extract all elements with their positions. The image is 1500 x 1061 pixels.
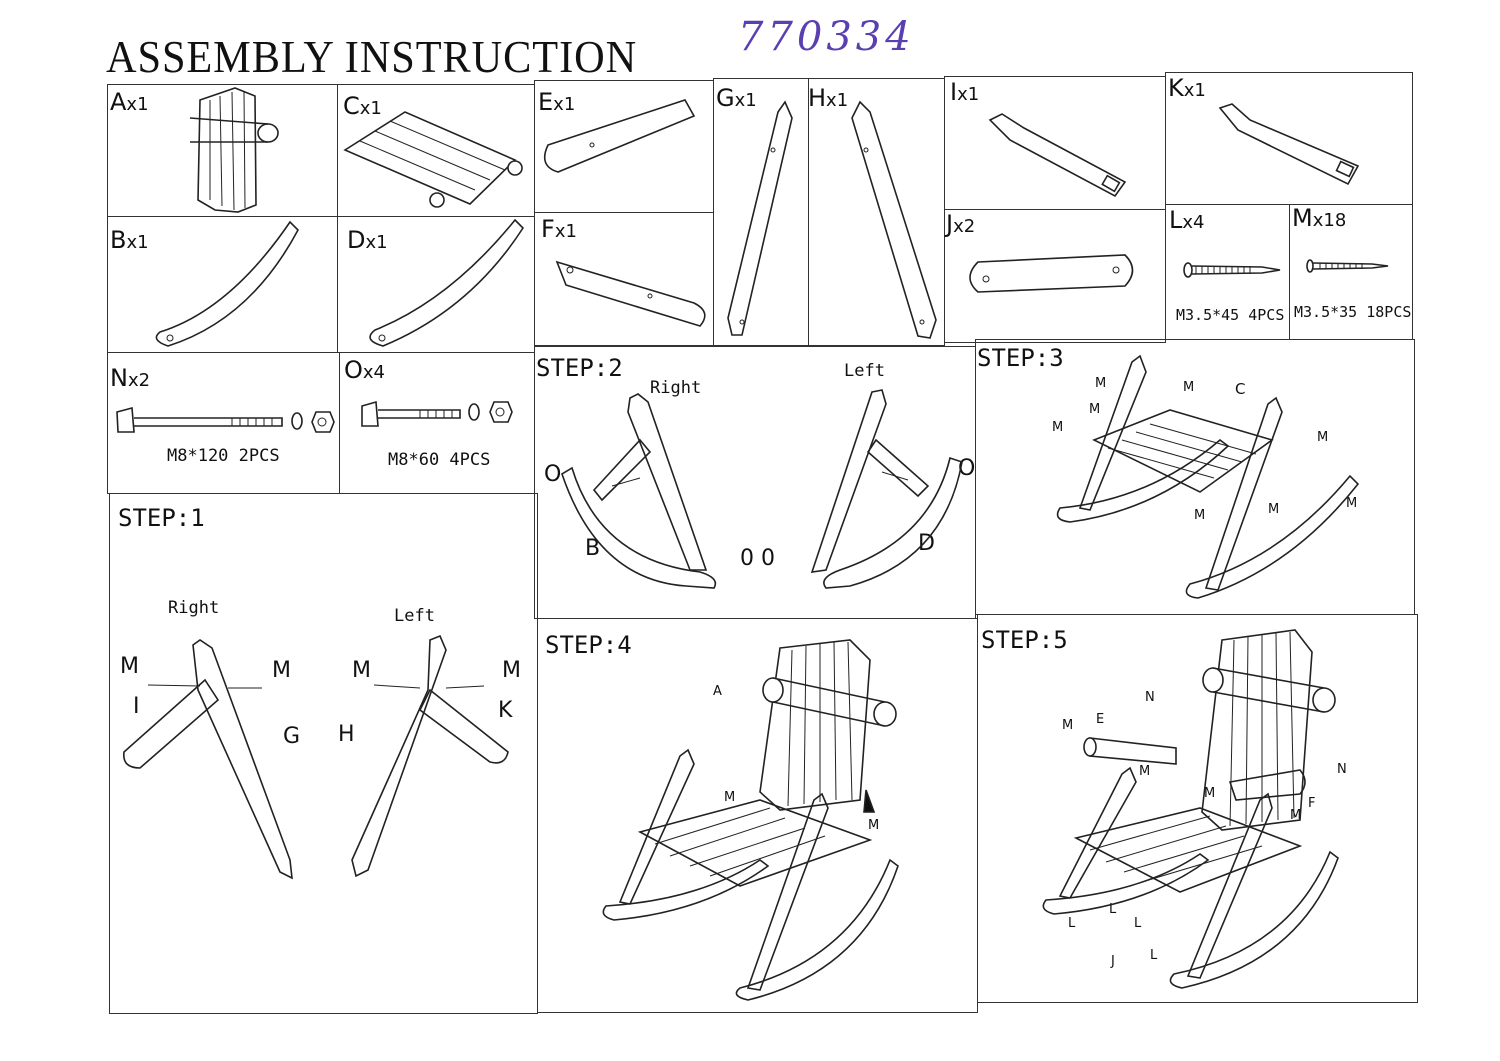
- s3-callout-m1: M: [1095, 376, 1107, 391]
- step-3-title: STEP:3: [977, 344, 1064, 372]
- s5-callout-m2: M: [1139, 764, 1151, 779]
- part-label-l: Lx4: [1169, 206, 1205, 234]
- part-k-drawing: [1218, 103, 1360, 186]
- part-c-drawing: [343, 111, 523, 208]
- step-cell-5: [977, 614, 1418, 1003]
- step-1-drawing: [123, 634, 509, 880]
- part-a-drawing: [189, 87, 279, 213]
- part-o-drawing: [361, 400, 513, 427]
- s3-callout-m5: M: [1317, 430, 1329, 445]
- s1-callout-m2: M: [272, 658, 291, 683]
- s5-callout-e: E: [1096, 712, 1105, 727]
- part-b-drawing: [155, 220, 299, 347]
- part-f-drawing: [555, 260, 706, 327]
- step-4-title: STEP:4: [545, 631, 632, 659]
- s4-callout-m1: M: [724, 790, 736, 805]
- s3-callout-m3: M: [1089, 402, 1101, 417]
- s1-callout-g: G: [283, 724, 301, 749]
- spec-l: M3.5*45 4PCS: [1176, 306, 1285, 324]
- part-label-i: Ix1: [950, 78, 980, 106]
- part-cell-f: [534, 212, 714, 346]
- s3-callout-m2: M: [1183, 380, 1195, 395]
- part-i-drawing: [988, 113, 1127, 198]
- s5-callout-f: F: [1308, 796, 1316, 811]
- s2-callout-b: B: [585, 536, 601, 561]
- s3-callout-m7: M: [1194, 508, 1206, 523]
- part-n-drawing: [116, 406, 335, 433]
- part-label-m: Mx18: [1292, 204, 1347, 232]
- part-label-k: Kx1: [1168, 74, 1206, 102]
- s5-callout-m3: M: [1204, 786, 1216, 801]
- part-label-n: Nx2: [110, 364, 151, 392]
- part-d-drawing: [369, 218, 525, 347]
- s1-callout-i: I: [133, 694, 140, 719]
- s4-callout-m2: M: [868, 818, 880, 833]
- step-3-drawing: [1056, 354, 1360, 599]
- s3-callout-m6: M: [1346, 496, 1358, 511]
- part-m-drawing: [1306, 259, 1389, 273]
- part-label-a: Ax1: [110, 88, 149, 116]
- step-2-title: STEP:2: [536, 354, 623, 382]
- page-title: ASSEMBLY INSTRUCTION: [106, 31, 638, 82]
- part-l-drawing: [1183, 262, 1281, 278]
- s1-callout-k: K: [498, 698, 513, 723]
- part-j-drawing: [969, 254, 1134, 293]
- s5-callout-m4: M: [1290, 808, 1302, 823]
- part-h-drawing: [851, 100, 937, 339]
- part-e-drawing: [543, 99, 696, 173]
- spec-m: M3.5*35 18PCS: [1294, 303, 1412, 321]
- part-label-b: Bx1: [110, 226, 149, 254]
- s1-callout-m1: M: [120, 654, 139, 679]
- step-4-drawing: [602, 639, 899, 1001]
- handwritten-number: 770334: [738, 14, 915, 60]
- part-label-h: Hx1: [808, 84, 849, 112]
- step-1-left-label: Left: [394, 606, 435, 626]
- s5-callout-j: J: [1111, 954, 1115, 969]
- s1-callout-m4: M: [502, 658, 521, 683]
- s5-callout-l1: L: [1068, 916, 1076, 931]
- part-label-e: Ex1: [538, 88, 576, 116]
- s3-callout-m4: M: [1052, 420, 1064, 435]
- s5-callout-m1: M: [1062, 718, 1074, 733]
- s5-callout-l2: L: [1109, 902, 1117, 917]
- spec-o: M8*60 4PCS: [388, 450, 491, 470]
- s1-callout-m3: M: [352, 658, 371, 683]
- s5-callout-l4: L: [1150, 948, 1158, 963]
- s2-callout-d: D: [918, 531, 935, 556]
- s5-callout-n1: N: [1145, 690, 1155, 705]
- part-label-g: Gx1: [716, 84, 757, 112]
- s1-callout-h: H: [338, 722, 355, 747]
- step-2-right-label: Right: [650, 378, 702, 398]
- s5-callout-l3: L: [1134, 916, 1142, 931]
- step-2-drawing: [561, 389, 963, 589]
- part-label-f: Fx1: [541, 215, 577, 243]
- part-label-d: Dx1: [347, 226, 388, 254]
- part-label-o: Ox4: [344, 356, 385, 384]
- part-g-drawing: [727, 100, 793, 336]
- step-1-title: STEP:1: [118, 504, 205, 532]
- s2-callout-oo: 0 0: [740, 546, 775, 571]
- s3-callout-c: C: [1235, 380, 1246, 398]
- step-5-drawing: [1042, 629, 1339, 989]
- step-2-left-label: Left: [844, 361, 885, 381]
- s5-callout-n2: N: [1337, 762, 1347, 777]
- step-1-right-label: Right: [168, 598, 220, 618]
- part-label-j: Jx2: [946, 210, 976, 238]
- step-5-title: STEP:5: [981, 626, 1068, 654]
- part-label-c: Cx1: [343, 92, 382, 120]
- spec-n: M8*120 2PCS: [167, 446, 280, 466]
- s2-callout-o-left: O: [544, 462, 562, 487]
- s3-callout-m8: M: [1268, 502, 1280, 517]
- s4-callout-a: A: [713, 684, 722, 699]
